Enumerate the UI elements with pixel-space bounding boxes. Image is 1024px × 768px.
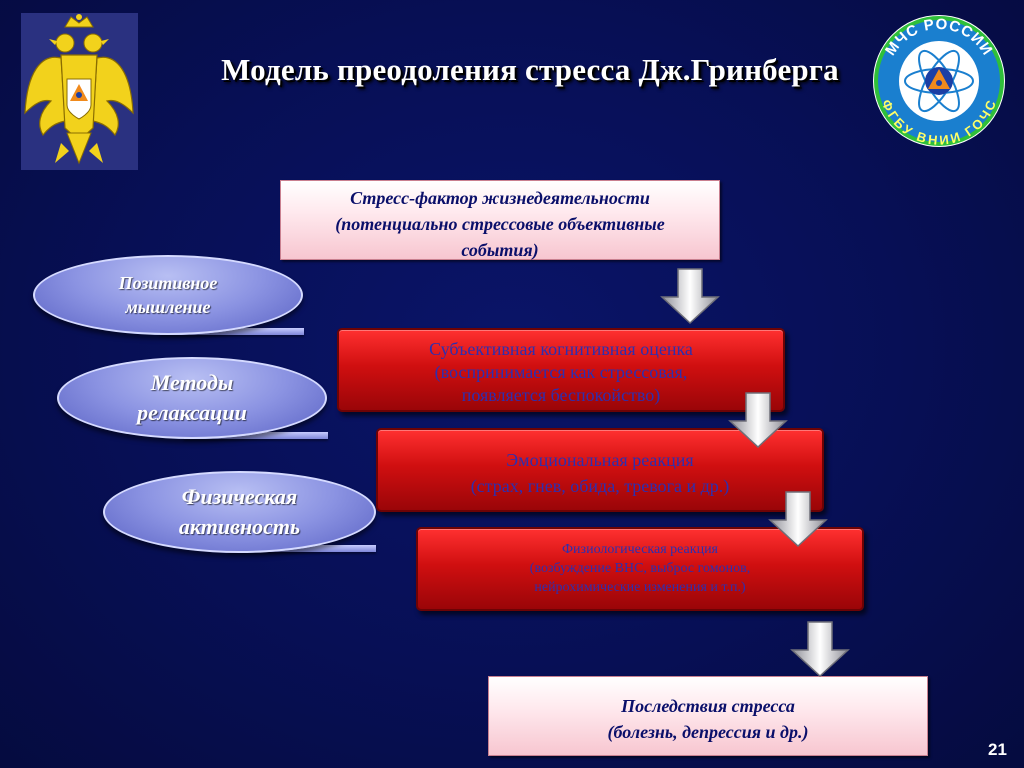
slide-title: Модель преодоления стресса Дж.Гринберга (221, 52, 839, 87)
emotional-reaction-box: Эмоциональная реакция (страх, гнев, обид… (376, 428, 824, 512)
consequences-line: Последствия стресса (621, 696, 795, 716)
down-arrow-icon (728, 392, 788, 449)
intervention-line: активность (178, 514, 301, 539)
intervention-positive-thinking: Позитивное мышление (33, 255, 303, 335)
intervention-line: релаксации (137, 400, 247, 425)
intervention-line: Методы (150, 370, 234, 395)
intervention-physical-activity: Физическая активность (103, 471, 376, 553)
cognitive-line: (воспринимается как стрессовая, (434, 362, 688, 382)
emotional-line: Эмоциональная реакция (506, 450, 694, 470)
oval-shadow-bar (160, 328, 304, 335)
emotional-line: (страх, гнев, обида, тревога и др.) (470, 476, 730, 496)
down-arrow-icon (768, 491, 828, 548)
intervention-line: Позитивное (118, 273, 218, 293)
intervention-relaxation: Методы релаксации (57, 357, 327, 439)
consequences-box: Последствия стресса (болезнь, депрессия … (488, 676, 928, 756)
stressor-line: (потенциально стрессовые объективные (335, 214, 665, 234)
physiological-line: (возбуждение ВНС, выброс гомонов, (529, 561, 751, 576)
eagle-emblem-icon (21, 13, 138, 170)
intervention-line: Физическая (181, 484, 298, 509)
oval-shadow-bar (184, 432, 328, 439)
down-arrow-icon (790, 621, 850, 678)
physiological-line: Физиологическая реакция (562, 542, 718, 557)
stressor-box: Стресс-фактор жизнедеятельности (потенци… (280, 180, 720, 260)
intervention-line: мышление (125, 297, 211, 317)
stressor-line: Стресс-фактор жизнедеятельности (350, 188, 650, 208)
oval-shadow-bar (228, 545, 376, 552)
down-arrow-icon (660, 268, 720, 325)
consequences-line: (болезнь, депрессия и др.) (607, 722, 809, 742)
stressor-line: события) (461, 240, 539, 260)
mchs-logo-icon: МЧС РОССИИ ФГБУ ВНИИ ГОЧС (873, 15, 1005, 148)
cognitive-line: появляется беспокойство) (461, 385, 661, 405)
cognitive-appraisal-box: Субъективная когнитивная оценка (восприн… (337, 328, 785, 412)
physiological-line: нейрохимические изменения и т.п.) (534, 580, 746, 595)
cognitive-line: Субъективная когнитивная оценка (429, 339, 693, 359)
physiological-reaction-box: Физиологическая реакция (возбуждение ВНС… (416, 527, 864, 611)
page-number: 21 (988, 740, 1007, 759)
